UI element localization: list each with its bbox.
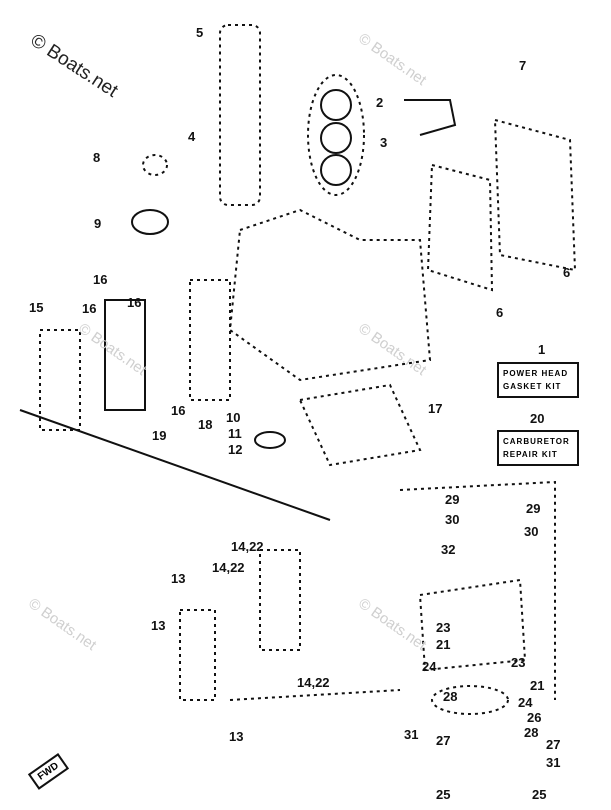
callout: 13 xyxy=(171,571,186,586)
kit-line: POWER HEAD xyxy=(503,369,569,378)
callout: 13 xyxy=(151,618,166,633)
kit-line: REPAIR KIT xyxy=(503,450,558,459)
callout: 8 xyxy=(93,150,101,165)
cover-gasket-6a xyxy=(426,163,494,292)
callout: 21 xyxy=(436,637,451,652)
callout: 30 xyxy=(445,512,460,527)
callout: 16 xyxy=(171,403,186,418)
callout: 16 xyxy=(93,272,108,287)
reeds-16 xyxy=(104,299,146,411)
callout: 29 xyxy=(526,501,541,516)
crankcase xyxy=(228,208,432,382)
callout: 23 xyxy=(436,620,451,635)
callout: 21 xyxy=(530,678,545,693)
callout: 9 xyxy=(94,216,102,231)
callout: 19 xyxy=(152,428,167,443)
carb-28 xyxy=(431,685,509,715)
callout: 2 xyxy=(376,95,384,110)
callout: 13 xyxy=(229,729,244,744)
callout: 3 xyxy=(380,135,388,150)
callout: 14,22 xyxy=(231,539,264,554)
seal-12 xyxy=(254,431,286,449)
ring-9 xyxy=(131,209,169,235)
callout: 15 xyxy=(29,300,44,315)
callout-1: 1 xyxy=(538,342,546,357)
cover-gasket-6b xyxy=(493,118,577,272)
callout: 31 xyxy=(546,755,561,770)
callout: 14,22 xyxy=(297,675,330,690)
part-8 xyxy=(142,154,168,176)
callout: 28 xyxy=(443,689,458,704)
manifold-18 xyxy=(189,279,231,401)
callout: 27 xyxy=(436,733,451,748)
callout: 30 xyxy=(524,524,539,539)
head-gasket-4 xyxy=(219,24,261,206)
callout: 5 xyxy=(196,25,204,40)
callout: 24 xyxy=(422,659,437,674)
callout: 18 xyxy=(198,417,213,432)
callout: 23 xyxy=(511,655,526,670)
callout: 26 xyxy=(527,710,542,725)
callout: 32 xyxy=(441,542,456,557)
kit-line: CARBURETOR xyxy=(503,437,570,446)
callout-20: 20 xyxy=(530,411,545,426)
carburetor-repair-kit-box: CARBURETOR REPAIR KIT xyxy=(497,430,579,466)
callout: 11 xyxy=(228,426,242,441)
callout: 4 xyxy=(188,129,196,144)
callout: 10 xyxy=(226,410,241,425)
callout: 28 xyxy=(524,725,539,740)
hose-2 xyxy=(404,99,457,136)
callout: 17 xyxy=(428,401,443,416)
callout: 29 xyxy=(445,492,460,507)
part-14 xyxy=(259,549,301,651)
callout: 6 xyxy=(496,305,504,320)
callout: 12 xyxy=(228,442,243,457)
reed-15 xyxy=(39,329,81,431)
callout: 16 xyxy=(82,301,97,316)
gasket-17 xyxy=(298,383,422,467)
callout: 25 xyxy=(532,787,547,802)
power-head-gasket-kit-box: POWER HEAD GASKET KIT xyxy=(497,362,579,398)
callout: 25 xyxy=(436,787,451,802)
head-gasket-3 xyxy=(307,74,365,196)
callout: 6 xyxy=(563,265,571,280)
callout: 14,22 xyxy=(212,560,245,575)
kit-line: GASKET KIT xyxy=(503,382,562,391)
part-13 xyxy=(179,609,216,701)
callout: 7 xyxy=(519,58,527,73)
callout: 24 xyxy=(518,695,533,710)
callout: 31 xyxy=(404,727,419,742)
callout: 16 xyxy=(127,295,142,310)
callout: 27 xyxy=(546,737,561,752)
